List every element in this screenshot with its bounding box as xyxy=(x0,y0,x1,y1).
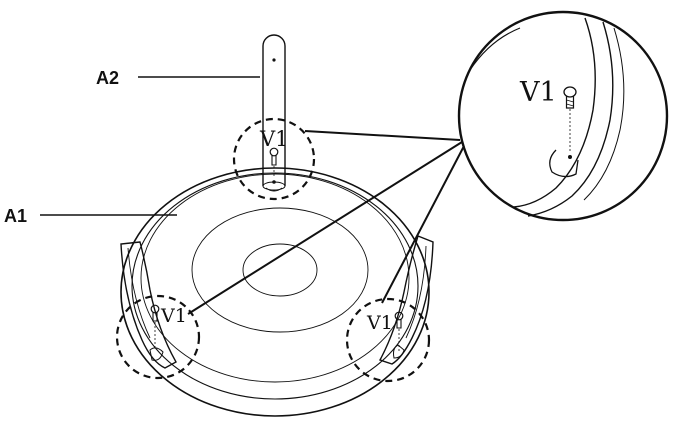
screw-label-right: V1 xyxy=(366,312,393,334)
detail-circle-stand xyxy=(232,117,316,201)
right-leg xyxy=(378,235,434,365)
part-label-a1: A1 xyxy=(4,206,27,226)
screw-label-left: V1 xyxy=(160,305,187,327)
left-leg xyxy=(120,241,177,369)
part-label-a2: A2 xyxy=(96,68,119,88)
inner-ring xyxy=(191,207,369,333)
center-ring xyxy=(242,243,318,297)
detail-circle-left xyxy=(115,294,201,380)
detail-circle-right xyxy=(345,297,431,383)
screw-icon xyxy=(563,86,577,159)
screw-label-zoom: V1 xyxy=(519,77,557,108)
base-tray xyxy=(120,167,430,417)
screw-icon xyxy=(394,311,404,352)
callout-lines xyxy=(187,130,465,315)
screw-icon xyxy=(150,304,160,349)
zoom-callout xyxy=(457,10,669,222)
screw-label-stand: V1 xyxy=(259,127,289,151)
screw-icon xyxy=(269,147,279,184)
